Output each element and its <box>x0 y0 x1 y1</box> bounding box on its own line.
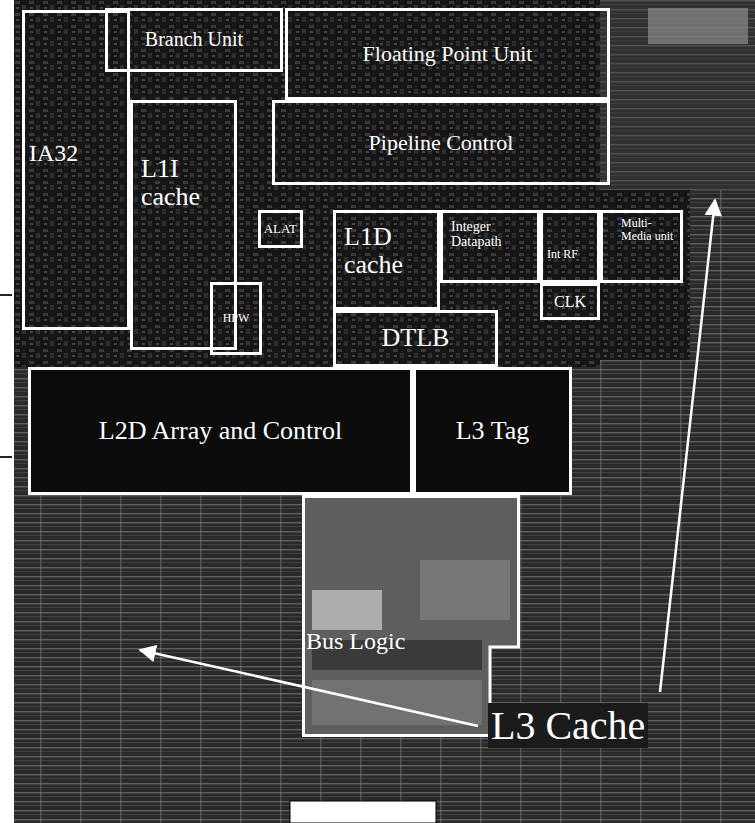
unit-name: ALAT <box>264 222 297 236</box>
l2-region <box>28 367 572 495</box>
unit-box: L2D Array and Control <box>28 367 413 495</box>
unit-name: L3 Tag <box>456 417 530 445</box>
region-label: L3 Cache <box>488 702 648 749</box>
upper-right-array <box>600 0 755 190</box>
bus-block <box>312 590 382 630</box>
unit-box: CLK <box>540 283 600 320</box>
unit-name: Integer Datapath <box>451 219 533 249</box>
unit-box: ALAT <box>258 210 303 248</box>
region-label-text: L3 Cache <box>488 703 648 748</box>
unit-box: Integer Datapath <box>440 210 540 283</box>
die-body <box>14 0 755 823</box>
core-logic <box>14 0 690 367</box>
unit-name: L1I cache <box>141 155 230 211</box>
bus-logic-region <box>302 495 520 737</box>
unit-outline: Bus Logic <box>302 495 520 737</box>
unit-box: IA32 <box>22 10 130 330</box>
unit-name: Bus Logic <box>306 629 405 655</box>
upper-right-texture <box>600 0 755 190</box>
leader-arrow <box>660 200 715 692</box>
unit-name: DTLB <box>382 324 450 352</box>
unit-box: Branch Unit <box>105 8 283 72</box>
unit-box: Int RF <box>540 210 600 283</box>
unit-box: Floating Point Unit <box>285 8 610 100</box>
bond-pad <box>290 801 436 823</box>
unit-box: L1D cache <box>333 210 440 310</box>
unit-name: IA32 <box>29 141 78 167</box>
unit-box: Multi-Media unit <box>600 210 683 283</box>
bus-outline-line <box>304 497 519 736</box>
unit-name: L2D Array and Control <box>99 417 342 445</box>
unit-box: DTLB <box>333 310 498 367</box>
edge-tick <box>0 456 12 458</box>
unit-name: HPW <box>223 312 250 325</box>
unit-box: HPW <box>210 282 262 355</box>
unit-box: L3 Tag <box>413 367 572 495</box>
edge-tick <box>0 294 12 296</box>
cache-columns <box>14 0 755 823</box>
unit-name: Floating Point Unit <box>363 42 533 66</box>
unit-name: CLK <box>554 293 586 310</box>
unit-name: Branch Unit <box>145 29 243 51</box>
unit-name: L1D cache <box>344 223 433 279</box>
unit-name: Multi-Media unit <box>621 217 676 243</box>
unit-name: Pipeline Control <box>369 131 514 155</box>
bus-block <box>312 680 482 725</box>
unit-name: Int RF <box>547 248 578 261</box>
bus-outline <box>302 495 520 737</box>
leader-arrow <box>140 650 478 726</box>
bus-block <box>420 560 510 620</box>
unit-box: Pipeline Control <box>272 100 610 185</box>
unit-box: L1I cache <box>130 100 237 350</box>
logo-mark <box>648 8 748 44</box>
